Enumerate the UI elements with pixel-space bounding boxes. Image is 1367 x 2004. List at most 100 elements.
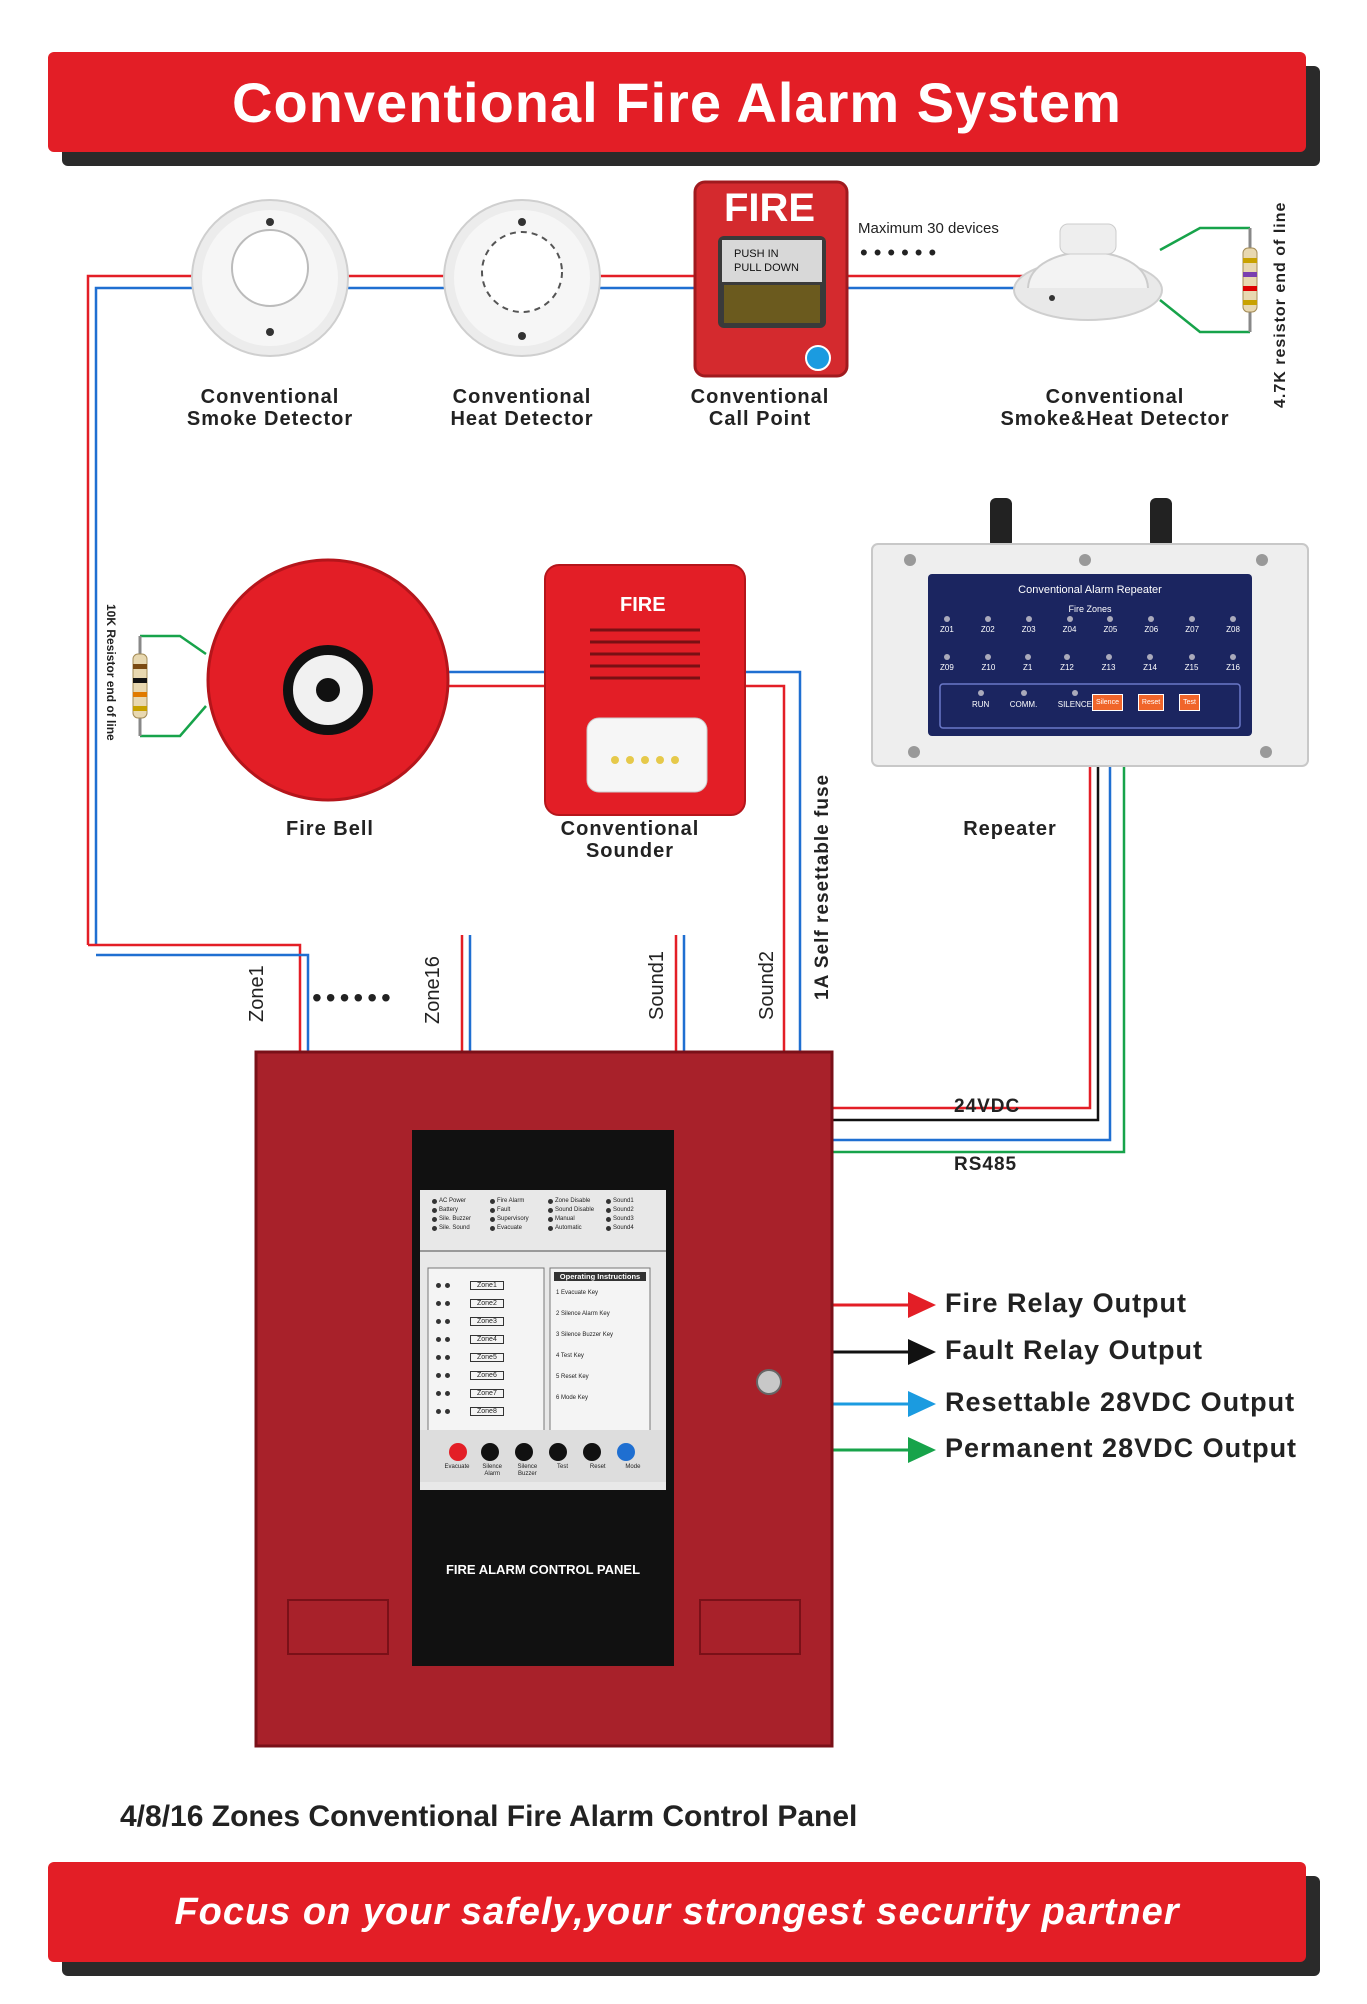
indicator-led-icon [606, 1198, 611, 1204]
panel-indicator: AC Power [432, 1198, 490, 1204]
repeater-status-item: SILENCE [1058, 690, 1092, 709]
panel-indicator: Sile. Sound [432, 1225, 490, 1231]
zone-led-icon [445, 1336, 450, 1342]
panel-zone-label: Zone8 [470, 1406, 504, 1416]
repeater-status-label: RUN [972, 700, 990, 709]
sound1-label: Sound1 [646, 951, 668, 1020]
indicator-led-icon [548, 1198, 553, 1204]
repeater-zone: Z02 [981, 616, 995, 634]
zone-led-icon [445, 1390, 450, 1396]
indicator-led-icon [548, 1207, 553, 1213]
zone-led-icon [445, 1318, 450, 1324]
repeater-zone: Z13 [1102, 654, 1115, 672]
panel-indicator: Supervisory [490, 1216, 548, 1222]
repeater-zone: Z05 [1103, 616, 1118, 634]
resistor-47k-note: 4.7K resistor end of line [1272, 201, 1289, 408]
repeater-silence-button[interactable]: Silence [1092, 694, 1123, 711]
repeater-zone-label: Z06 [1144, 625, 1159, 634]
status-led-icon [977, 690, 984, 696]
sound2-label: Sound2 [756, 951, 778, 1020]
zone-led-icon [436, 1408, 441, 1414]
zone-led-icon [1066, 616, 1073, 622]
smoke-detector-label: Conventional Smoke Detector [180, 386, 360, 430]
repeater-zone: Z12 [1060, 654, 1074, 672]
repeater-zone-label: Z12 [1060, 663, 1074, 672]
indicator-led-icon [490, 1225, 495, 1231]
fuse-note: 1A Self resettable fuse [812, 773, 833, 1000]
panel-indicator: Sound4 [606, 1225, 664, 1231]
panel-caption: FIRE ALARM CONTROL PANEL [445, 1562, 641, 1577]
indicator-led-icon [490, 1216, 495, 1222]
panel-zone-label: Zone5 [470, 1352, 504, 1362]
indicator-label: Sile. Sound [439, 1225, 470, 1231]
smoke-heat-detector-icon [1013, 223, 1163, 321]
repeater-zone-label: Z07 [1185, 625, 1200, 634]
zone-led-icon [984, 616, 991, 622]
call-point-pull: PULL DOWN [734, 262, 799, 274]
panel-key-silence-alarm[interactable]: Silence Alarm [482, 1464, 503, 1477]
panel-key-test[interactable]: Test [557, 1464, 569, 1470]
call-point-push: PUSH IN [734, 248, 779, 260]
repeater-zone-label: Z05 [1103, 625, 1118, 634]
zone-led-icon [445, 1300, 450, 1306]
zone-led-icon [1025, 616, 1032, 622]
repeater-zone: Z08 [1226, 616, 1240, 634]
panel-zone-label: Zone6 [470, 1370, 504, 1380]
repeater-zone-label: Z14 [1143, 663, 1157, 672]
panel-key-mode[interactable]: Mode [625, 1464, 641, 1470]
zone-led-icon [436, 1354, 441, 1360]
panel-zone-label: Zone4 [470, 1334, 504, 1344]
repeater-reset-button[interactable]: Reset [1137, 694, 1165, 711]
panel-indicator: Sound3 [606, 1216, 664, 1222]
call-point-label-1: Conventional [690, 386, 830, 408]
call-point-icon [693, 180, 849, 378]
panel-key-silence-buzzer[interactable]: Silence Buzzer [517, 1464, 538, 1477]
fire-bell-label: Fire Bell [286, 818, 374, 840]
panel-zone-label: Zone2 [470, 1298, 504, 1308]
repeater-zone-label: Z1 [1023, 663, 1033, 672]
zone-led-icon [1107, 616, 1114, 622]
zone-led-icon [1063, 654, 1070, 660]
panel-zone-row: Zone1 [436, 1276, 536, 1294]
repeater-test-button[interactable]: Test [1179, 694, 1200, 711]
status-led-icon [1071, 690, 1078, 696]
zone-led-icon [1230, 616, 1237, 622]
indicator-led-icon [548, 1225, 553, 1231]
indicator-label: Sound1 [613, 1198, 634, 1204]
repeater-label: Repeater [963, 818, 1057, 840]
smoke-heat-detector-label: Conventional Smoke&Heat Detector [980, 386, 1250, 430]
call-point-label-2: Call Point [708, 408, 812, 430]
indicator-label: Sile. Buzzer [439, 1216, 472, 1222]
indicator-led-icon [432, 1216, 437, 1222]
zone-led-icon [943, 654, 950, 660]
instruction-item: 1 Evacuate Key [556, 1290, 599, 1296]
call-point-label: Conventional Call Point [670, 386, 850, 430]
zone-dots: •••••• [312, 982, 395, 1013]
indicator-label: Sound4 [613, 1225, 634, 1231]
heat-detector-label-2: Heat Detector [450, 408, 594, 430]
panel-indicator: Manual [548, 1216, 606, 1222]
zone-led-icon [1188, 654, 1195, 660]
zone-led-icon [436, 1372, 441, 1378]
indicator-led-icon [432, 1198, 437, 1204]
footer-slogan: Focus on your safely,your strongest secu… [174, 1890, 1180, 1933]
panel-zone-row: Zone7 [436, 1384, 536, 1402]
repeater-zone: Z04 [1063, 616, 1076, 634]
zone-led-icon [436, 1282, 441, 1288]
panel-key-evacuate[interactable]: Evacuate [444, 1464, 470, 1470]
repeater-zone: Z09 [940, 654, 954, 672]
panel-zone-label: Zone3 [470, 1316, 504, 1326]
panel-zone-row: Zone5 [436, 1348, 536, 1366]
panel-indicator: Sound1 [606, 1198, 664, 1204]
repeater-zone: Z07 [1185, 616, 1199, 634]
call-point-sign: FIRE [724, 186, 816, 230]
indicator-label: Evacuate [497, 1225, 523, 1231]
indicator-label: Sound2 [613, 1207, 634, 1213]
panel-key-reset[interactable]: Reset [589, 1464, 606, 1470]
zone-led-icon [436, 1336, 441, 1342]
control-panel-icon [254, 1050, 834, 1748]
indicator-led-icon [548, 1216, 553, 1222]
repeater-status-item: RUN [972, 690, 989, 709]
